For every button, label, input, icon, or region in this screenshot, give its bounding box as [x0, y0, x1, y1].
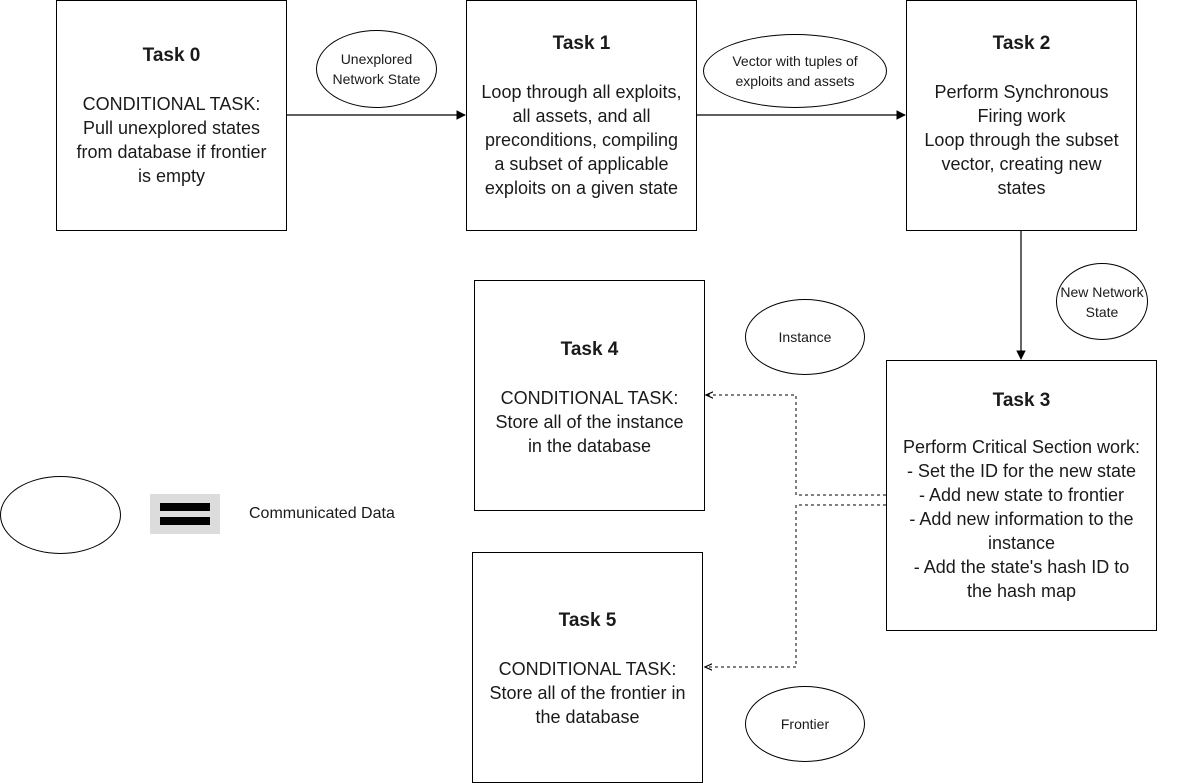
legend-ellipse-icon [0, 476, 121, 554]
task-5-body: CONDITIONAL TASK: Store all of the front… [489, 659, 686, 727]
task-5-title: Task 5 [558, 610, 617, 631]
task-0-body: CONDITIONAL TASK: Pull unexplored states… [76, 93, 267, 186]
edge-task3-task5 [705, 504, 886, 667]
edge-task3-task4 [706, 395, 886, 496]
instance-label: Instance [745, 299, 865, 375]
task-2-box: Task 2 Perform Synchronous Firing work L… [906, 0, 1137, 231]
equals-bar-bottom [160, 517, 210, 525]
task-4-title: Task 4 [560, 339, 619, 360]
task-1-body: Loop through all exploits, all assets, a… [481, 82, 682, 198]
task-3-title: Task 3 [992, 389, 1051, 411]
new-network-state-label: New Network State [1056, 263, 1148, 340]
task-5-box: Task 5 CONDITIONAL TASK: Store all of th… [472, 552, 703, 783]
legend-text: Communicated Data [249, 505, 395, 522]
task-4-box: Task 4 CONDITIONAL TASK: Store all of th… [474, 280, 705, 511]
task-2-body: Perform Synchronous Firing work Loop thr… [924, 82, 1119, 198]
vector-tuples-label: Vector with tuples of exploits and asset… [703, 34, 887, 108]
task-0-title: Task 0 [142, 44, 201, 66]
task-1-box: Task 1 Loop through all exploits, all as… [466, 0, 697, 231]
task-3-box: Task 3 Perform Critical Section work: - … [886, 360, 1157, 631]
unexplored-network-state-label: Unexplored Network State [316, 30, 437, 108]
task-4-body: CONDITIONAL TASK: Store all of the insta… [495, 388, 684, 456]
task-0-box: Task 0 CONDITIONAL TASK: Pull unexplored… [56, 0, 287, 231]
task-2-title: Task 2 [992, 33, 1051, 54]
equals-bar-top [160, 503, 210, 511]
frontier-label: Frontier [745, 686, 865, 762]
equals-icon [150, 494, 220, 534]
task-1-title: Task 1 [552, 33, 611, 54]
task-3-body: Perform Critical Section work: - Set the… [902, 436, 1141, 601]
